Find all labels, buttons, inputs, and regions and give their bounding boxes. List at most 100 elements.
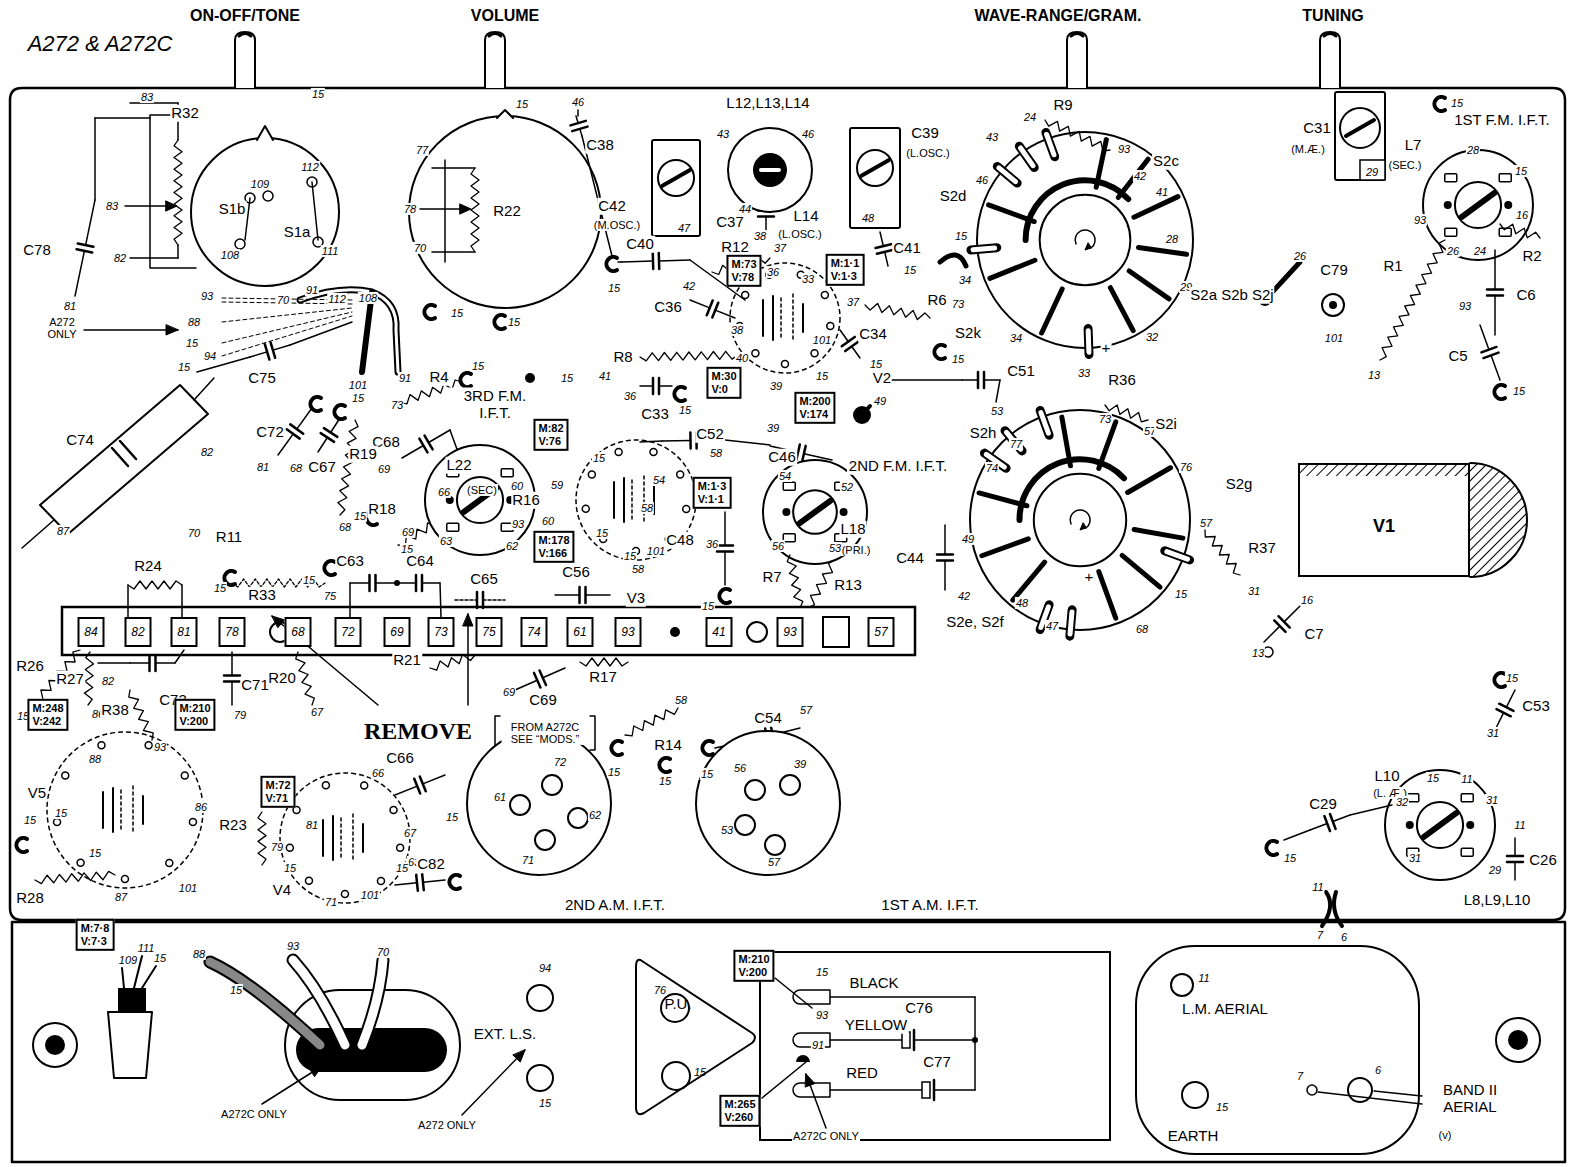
can-tag: [1445, 228, 1457, 236]
wire-number: 6: [1340, 931, 1348, 943]
tag-strip-terminal: 75: [476, 617, 503, 647]
wire: [1480, 325, 1489, 350]
wire-number: 11: [1513, 819, 1526, 831]
valve-pin: [821, 292, 828, 299]
node-text: 84: [84, 625, 97, 639]
wire-number: 54: [778, 470, 792, 482]
trimmer-screw: [658, 160, 694, 196]
wire: [1013, 562, 1045, 600]
capacitor-symbol: [1324, 814, 1335, 831]
wire: [312, 182, 318, 240]
wire: [1084, 329, 1094, 355]
wire-number: 69: [502, 686, 516, 698]
wire-number: 15: [88, 847, 102, 859]
node-text: M:210 V:200: [738, 953, 769, 979]
wire: [1514, 838, 1516, 856]
wire: [122, 968, 124, 988]
wire-number: 11: [1460, 773, 1473, 785]
wire: [432, 167, 475, 169]
earth-tag: [424, 305, 435, 319]
node-text: 75: [482, 625, 495, 639]
part-label: EXT. L.S.: [473, 1026, 538, 1043]
part-label: C75: [247, 370, 277, 387]
valve-pin: [390, 807, 397, 814]
valve-pin: [121, 876, 128, 883]
valve-electrode: [323, 816, 333, 860]
part-label: R23: [218, 817, 248, 834]
earth-tag: [1494, 385, 1505, 399]
control-shaft: [1067, 32, 1087, 88]
switch-contact: [235, 239, 245, 249]
trimmer-capacitor: [652, 140, 700, 236]
wire-number: 108: [358, 292, 378, 304]
part-label: R16: [511, 492, 541, 509]
tag-strip-terminal: 69: [384, 617, 411, 647]
part-label: C65: [469, 571, 499, 588]
capacitor-symbol: [1487, 290, 1503, 296]
valve-electrode: [340, 818, 342, 858]
wire: [1318, 1092, 1422, 1104]
wire-number: 24: [1473, 245, 1487, 257]
wire-number: 46: [801, 128, 815, 140]
wire-number: 13: [1367, 369, 1381, 381]
wire-number: 69: [377, 463, 391, 475]
note-text: (SEC): [466, 484, 498, 496]
capacitor-symbol: [224, 676, 240, 682]
wire: [1134, 197, 1178, 218]
switch-contact: [263, 191, 273, 201]
valve-position-box: V1: [1298, 463, 1470, 577]
wire-number: 36: [766, 266, 780, 278]
capacitor-symbol: [414, 776, 426, 793]
wire: [429, 430, 450, 442]
part-label: L8,L9,L10: [1463, 892, 1532, 909]
part-label: R12: [720, 239, 750, 256]
wire-number: 15: [1505, 672, 1519, 684]
earth-tag: [702, 741, 713, 755]
part-label: C44: [895, 550, 925, 567]
wire: [75, 251, 84, 296]
valve-pin: [752, 350, 759, 357]
node-text: 68: [291, 625, 304, 639]
aerial-lead: [1334, 892, 1342, 926]
wire-number: 15: [1215, 1101, 1229, 1113]
wire: [582, 136, 612, 256]
part-label: C56: [561, 564, 591, 581]
wire-number: 68: [1135, 623, 1149, 635]
can-tag: [1461, 848, 1473, 856]
wire: [1110, 288, 1133, 331]
part-label: C26: [1528, 852, 1558, 869]
ift-can: [467, 731, 611, 875]
resistor-symbol: [1380, 240, 1445, 360]
wire: [318, 438, 327, 452]
node-text: M:1·3 V:1·1: [698, 480, 727, 506]
part-label: R26: [15, 658, 45, 675]
valve-pin: [827, 323, 834, 330]
trimmer-screw: [857, 150, 893, 186]
wire: [440, 583, 441, 617]
resistor-symbol: [258, 812, 266, 865]
arrow-head: [513, 1050, 525, 1062]
resistor-symbol: [35, 871, 115, 883]
wire-number: 112: [327, 293, 347, 305]
resistor-symbol: [338, 420, 358, 515]
wire: [662, 170, 690, 186]
part-label: C42: [597, 198, 627, 215]
resistor-symbol: [471, 168, 479, 252]
wire-number: 88: [187, 316, 201, 328]
tag-strip-terminal: 81: [171, 617, 198, 647]
wire: [775, 978, 812, 1008]
wire: [690, 300, 710, 308]
wire: [142, 966, 156, 988]
wire-number: 15: [678, 404, 692, 416]
wire: [984, 379, 1000, 381]
wire-number: 26: [1293, 250, 1307, 262]
part-label: S2a S2b S2j: [1189, 287, 1274, 304]
wire-number: 15: [153, 952, 167, 964]
resistor-symbol: [1045, 120, 1110, 151]
capacitor-symbol: [842, 337, 859, 351]
resistor-symbol: [1205, 530, 1240, 575]
ift-pin: [735, 815, 755, 835]
wire-number: 7: [1296, 1070, 1304, 1082]
voltage-box: M:72 V:71: [260, 776, 295, 808]
part-label: R7: [761, 569, 782, 586]
